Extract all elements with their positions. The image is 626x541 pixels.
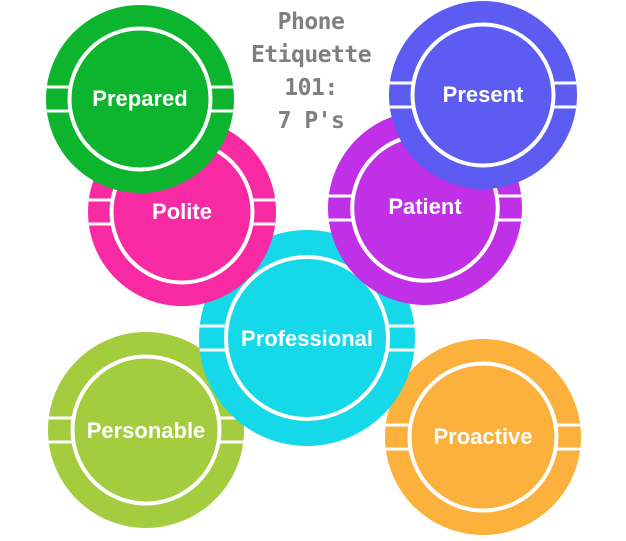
title-line: Phone	[277, 9, 345, 35]
prepared-label: Prepared	[92, 86, 187, 111]
professional-inner-ring	[224, 255, 390, 421]
present-inner-ring	[410, 22, 556, 168]
circle-prepared: Prepared	[46, 5, 234, 193]
polite-label: Polite	[152, 199, 212, 224]
diagram-title: Phone Etiquette 101: 7 P's	[236, 6, 386, 138]
professional-label: Professional	[241, 326, 373, 351]
present-outer-ring	[389, 1, 577, 189]
circle-personable: Personable	[48, 332, 244, 528]
proactive-label: Proactive	[433, 424, 532, 449]
patient-label: Patient	[388, 194, 462, 219]
circle-professional: Professional	[199, 230, 415, 446]
circle-present: Present	[389, 1, 577, 189]
proactive-inner-ring	[407, 361, 559, 513]
present-label: Present	[443, 82, 524, 107]
proactive-outer-ring	[385, 339, 581, 535]
title-line: Etiquette	[250, 42, 372, 68]
personable-inner-ring	[70, 354, 222, 506]
title-line: 101:	[284, 75, 338, 101]
personable-label: Personable	[87, 418, 206, 443]
title-line: 7 P's	[277, 108, 345, 134]
personable-outer-ring	[48, 332, 244, 528]
professional-outer-ring	[199, 230, 415, 446]
prepared-inner-ring	[67, 26, 213, 172]
circle-proactive: Proactive	[385, 339, 581, 535]
prepared-outer-ring	[46, 5, 234, 193]
